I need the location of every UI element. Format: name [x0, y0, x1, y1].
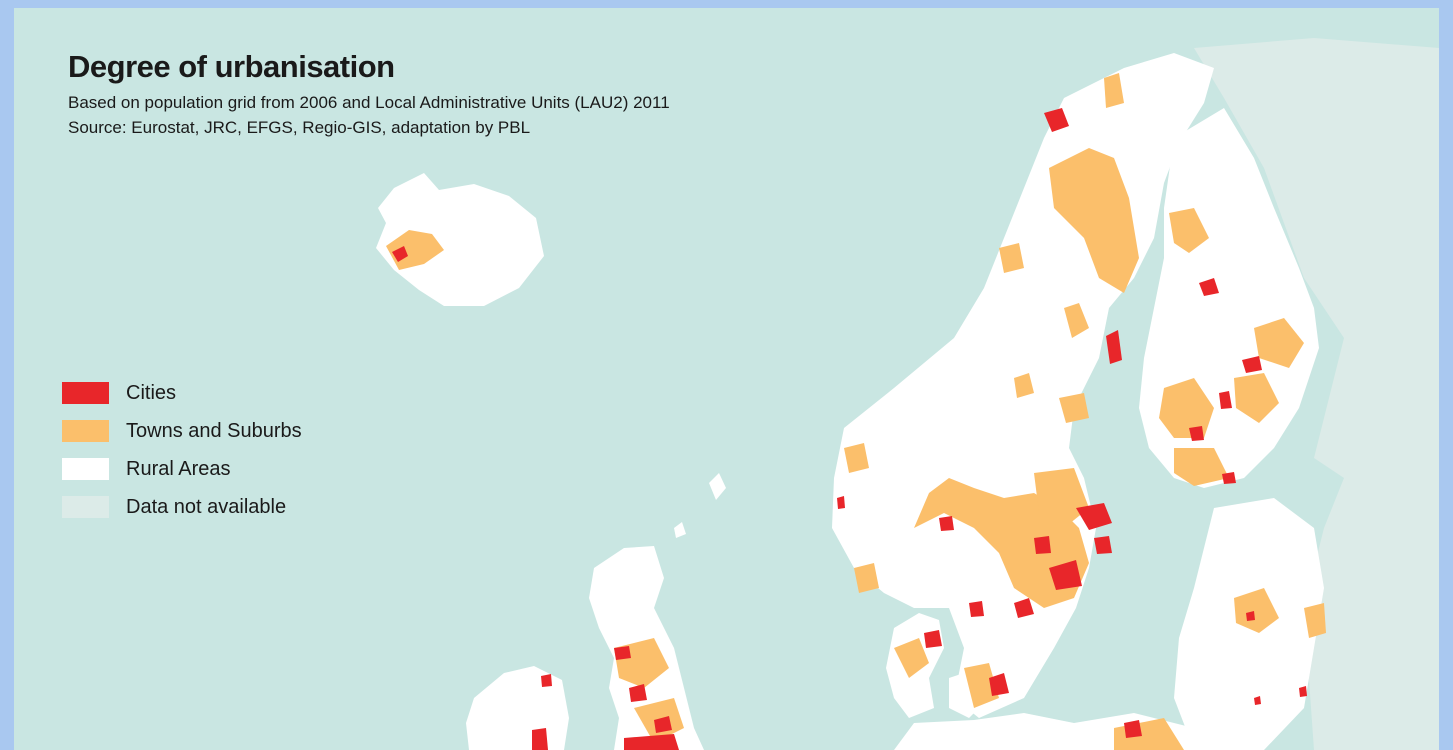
legend-swatch-towns	[62, 420, 109, 442]
legend-label-no-data: Data not available	[126, 495, 287, 518]
land-iceland	[376, 173, 544, 306]
land-shetland	[709, 473, 726, 500]
city-reykjavik	[392, 246, 408, 262]
legend-label-rural: Rural Areas	[126, 457, 231, 480]
towns-layer	[614, 73, 1326, 750]
legend-item-cities: Cities	[62, 374, 302, 412]
map-canvas	[376, 38, 1439, 750]
map-source: Source: Eurostat, JRC, EFGS, Regio-GIS, …	[68, 118, 531, 137]
map-header: Degree of urbanisation Based on populati…	[68, 50, 670, 140]
map-frame: Degree of urbanisation Based on populati…	[14, 8, 1439, 750]
legend-swatch-no-data	[62, 496, 109, 518]
legend: Cities Towns and Suburbs Rural Areas Dat…	[62, 374, 302, 526]
legend-item-no-data: Data not available	[62, 488, 302, 526]
map-title: Degree of urbanisation	[68, 49, 395, 84]
land-ireland	[466, 666, 569, 750]
legend-item-towns: Towns and Suburbs	[62, 412, 302, 450]
land-no-data-kola	[1274, 138, 1439, 268]
legend-label-cities: Cities	[126, 381, 177, 404]
map-subtitle: Based on population grid from 2006 and L…	[68, 93, 670, 112]
legend-swatch-rural	[62, 458, 109, 480]
legend-item-rural: Rural Areas	[62, 450, 302, 488]
legend-label-towns: Towns and Suburbs	[126, 419, 302, 442]
cities-layer	[532, 108, 1307, 750]
land-faroe	[674, 522, 686, 538]
legend-swatch-cities	[62, 382, 109, 404]
